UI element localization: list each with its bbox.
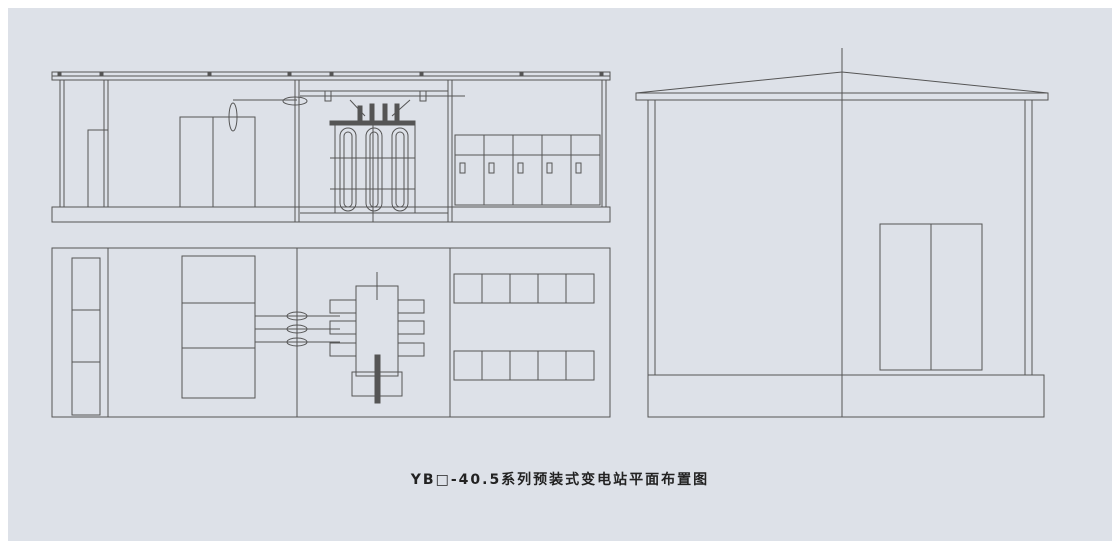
side-elevation — [635, 48, 1049, 418]
front-elevation — [51, 71, 611, 223]
plan-view — [51, 247, 611, 418]
drawing-caption: YB□-40.5系列预装式变电站平面布置图 — [410, 472, 710, 488]
